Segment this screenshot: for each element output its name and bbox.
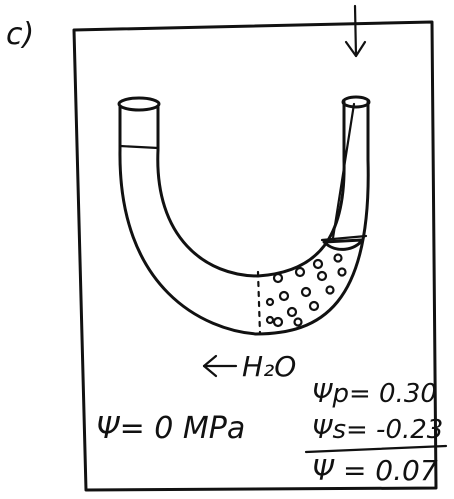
psi-total-label: Ψ = 0.07 (312, 454, 438, 487)
psi-solute-label: Ψs= -0.23 (312, 415, 443, 445)
sum-line (304, 444, 448, 454)
psi-pressure-label: Ψp= 0.30 (312, 379, 437, 409)
diagram-frame (72, 20, 438, 492)
left-water-level (118, 144, 160, 150)
piston-top (320, 234, 368, 242)
right-tube-opening (341, 95, 371, 109)
psi-outside-label: Ψ= 0 MPa (96, 411, 245, 446)
semipermeable-membrane (256, 270, 262, 336)
u-tube-inner-wall (156, 100, 346, 278)
left-tube-opening (117, 96, 161, 112)
arrow-left-icon (202, 354, 238, 378)
piston-head (322, 238, 364, 251)
panel-label: c) (6, 17, 34, 52)
pressure-rod (331, 102, 356, 240)
water-flow-label: H₂O (242, 350, 296, 383)
u-tube-outer-wall (118, 100, 370, 336)
arrow-down-icon (344, 4, 367, 58)
solute-particles (265, 253, 347, 328)
